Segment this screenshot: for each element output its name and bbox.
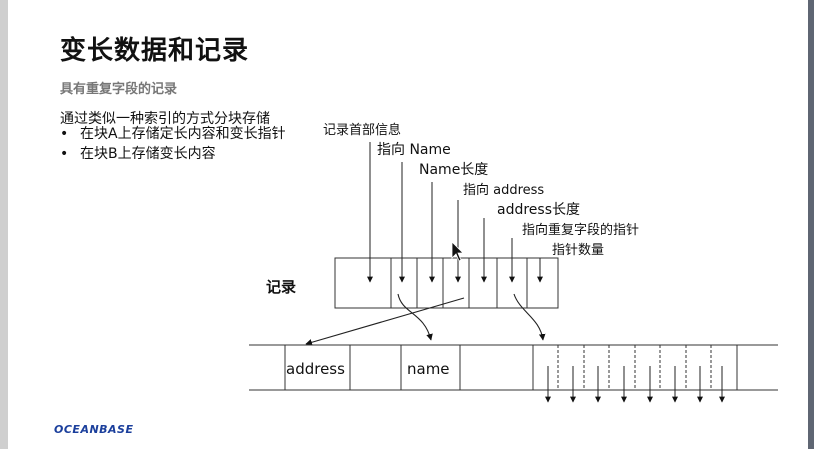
label-name-length: Name长度 (419, 162, 489, 178)
label-pointer-address: 指向 address (463, 183, 545, 198)
record-cells (334, 257, 559, 309)
slide-subtitle: 具有重复字段的记录 (60, 82, 178, 97)
window-right-edge (808, 0, 814, 449)
label-pointer-count: 指针数量 (552, 243, 605, 258)
label-record-header: 记录首部信息 (323, 123, 402, 138)
repeat-slot-arrows (545, 366, 725, 403)
label-pointer-name: 指向 Name (377, 142, 451, 158)
block-pointers (305, 293, 546, 346)
record-cell-name-length (416, 257, 444, 309)
bullet-text: 在块A上存储定长内容和变长指针 (80, 126, 286, 142)
pointer-to-address (305, 297, 465, 346)
bullet-dot: • (60, 146, 69, 162)
pointer-to-repeat (513, 293, 546, 341)
bullet-list: • 在块A上存储定长内容和变长指针 • 在块B上存储变长内容 (60, 126, 300, 163)
bullet-item: • 在块A上存储定长内容和变长指针 (60, 126, 300, 143)
block-b (249, 344, 778, 391)
record-cell-name-pointer (390, 257, 418, 309)
bullet-item: • 在块B上存储变长内容 (60, 146, 300, 163)
block-cell-name: name (407, 360, 450, 378)
bullet-text: 在块B上存储变长内容 (80, 146, 216, 162)
record-cell-header (334, 257, 392, 309)
slide-title: 变长数据和记录 (60, 36, 250, 66)
block-cell-address: address (286, 360, 345, 378)
mouse-cursor-icon (451, 241, 464, 262)
leader-arrows (367, 142, 543, 283)
oceanbase-logo: OCEANBASE (54, 423, 134, 436)
record-cell-pointer-count (526, 257, 559, 309)
pointer-to-name (397, 293, 433, 341)
label-address-length: address长度 (497, 202, 581, 218)
bullet-dot: • (60, 126, 69, 142)
label-pointer-repeat: 指向重复字段的指针 (522, 223, 640, 238)
record-label: 记录 (266, 278, 297, 296)
record-cell-address-length (468, 257, 498, 309)
window-left-edge (0, 0, 8, 449)
intro-text: 通过类似一种索引的方式分块存储 (60, 111, 270, 127)
repeat-slots (557, 345, 712, 390)
